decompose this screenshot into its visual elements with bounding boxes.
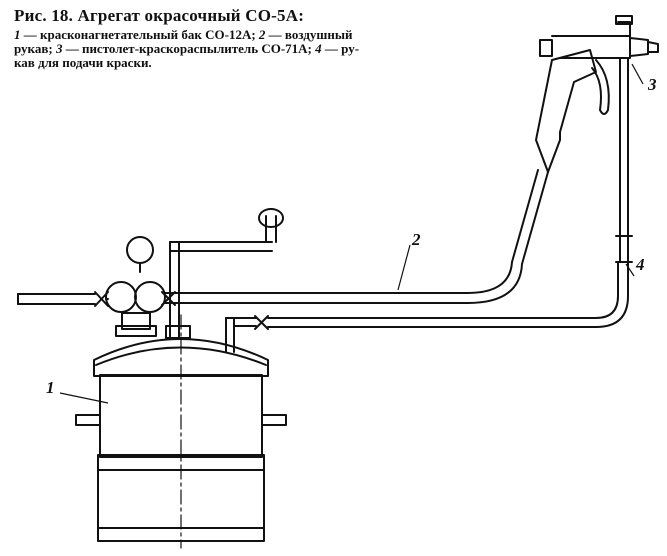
spray-gun bbox=[535, 15, 659, 263]
paint-pressure-tank bbox=[75, 314, 287, 549]
legend-text: — воздушный bbox=[265, 27, 353, 42]
legend-text: рукав; bbox=[14, 41, 56, 56]
legend-number: 2 bbox=[258, 27, 266, 42]
paint-hose bbox=[225, 261, 629, 353]
legend-text: — пистолет-краскораспылитель СО-71А; bbox=[62, 41, 316, 56]
air-hose bbox=[161, 169, 549, 306]
legend-number: 3 bbox=[55, 41, 63, 56]
figure-caption: Рис. 18. Агрегат окрасочный СО-5А: 1 — к… bbox=[14, 6, 484, 70]
callout-label-tank: 1 bbox=[46, 378, 55, 397]
legend-number: 4 bbox=[315, 41, 322, 56]
agitator-crank bbox=[165, 208, 284, 339]
legend-line: 1 — красконагнетательный бак СО-12А; 2 —… bbox=[14, 28, 484, 42]
figure-legend: 1 — красконагнетательный бак СО-12А; 2 —… bbox=[14, 28, 484, 70]
legend-number: 1 bbox=[14, 27, 21, 42]
legend-text: — красконагнетательный бак СО-12А; bbox=[20, 27, 259, 42]
legend-line: кав для подачи краски. bbox=[14, 56, 484, 70]
legend-text: — ру- bbox=[321, 41, 360, 56]
air-inlet-pipe bbox=[17, 291, 109, 307]
legend-text: кав для подачи краски. bbox=[14, 55, 152, 70]
callout-label-spray-gun: 3 bbox=[647, 75, 657, 94]
legend-line: рукав; 3 — пистолет-краскораспылитель СО… bbox=[14, 42, 484, 56]
callout-label-air-hose: 2 bbox=[411, 230, 421, 249]
pressure-gauges bbox=[105, 236, 166, 337]
figure-title: Рис. 18. Агрегат окрасочный СО-5А: bbox=[14, 6, 305, 25]
callout-label-paint-hose: 4 bbox=[635, 255, 645, 274]
callout-leaders bbox=[59, 63, 644, 404]
